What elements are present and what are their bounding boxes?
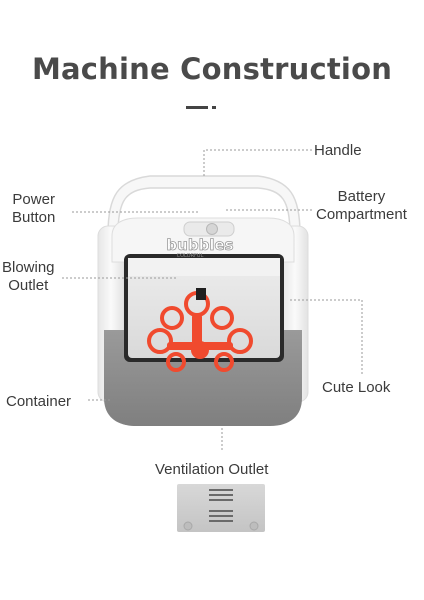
power-button-label-line2: Button (12, 209, 56, 226)
leader-lines (62, 149, 363, 452)
power-button-label: Power Button (12, 191, 55, 227)
product-logo-sub: COLORFUL (177, 253, 204, 259)
upper-body (111, 217, 295, 263)
page-title: Machine Construction (31, 52, 393, 86)
blowing-outlet-label-line1: Blowing (2, 259, 55, 276)
battery-compartment-label: Battery Compartment (316, 188, 407, 224)
cute-look-label: Cute Look (322, 379, 391, 396)
power-button (206, 223, 218, 235)
battery-compartment-label-line1: Battery (337, 188, 386, 205)
ventilation-outlet-label: Ventilation Outlet (155, 461, 269, 478)
wand-fan (196, 288, 206, 300)
ventilation-slots (209, 489, 233, 522)
battery-compartment-label-line2: Compartment (316, 206, 407, 223)
handle-label: Handle (314, 142, 362, 159)
ventilation-outlet-panel (177, 484, 265, 532)
blowing-outlet-label: Blowing Outlet (2, 259, 55, 295)
title-underline-dot (212, 106, 216, 109)
product-logo: bubbles (166, 236, 233, 254)
container-label: Container (6, 393, 72, 410)
title-underline (186, 106, 208, 109)
power-button-label-line1: Power (12, 191, 55, 208)
blowing-outlet-label-line2: Outlet (8, 277, 49, 294)
